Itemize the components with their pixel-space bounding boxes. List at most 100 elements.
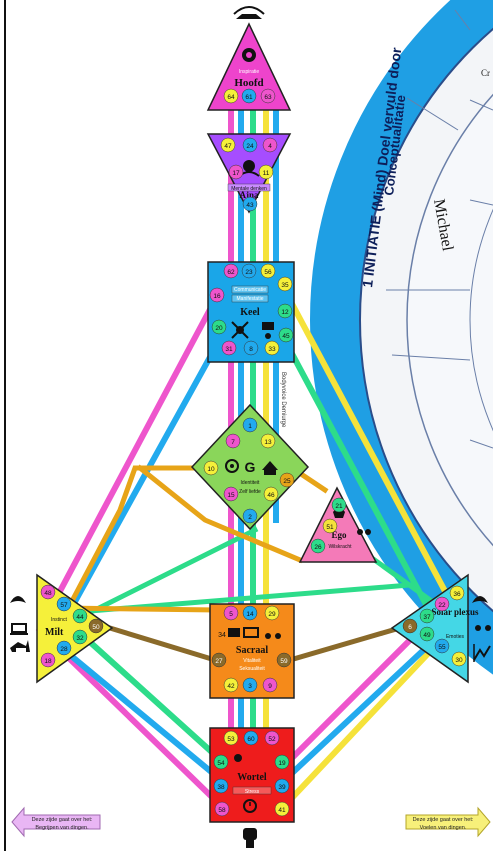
gate-circle[interactable] [223,605,239,621]
gate-circle[interactable] [72,608,88,624]
sacraal-title: Sacraal [236,645,268,656]
gate-circle[interactable] [214,801,230,817]
gate-circle[interactable] [40,584,56,600]
swirl-icon: G [245,459,256,475]
gate-circle[interactable] [242,677,258,693]
gate-circle[interactable] [258,164,274,180]
gate-circle[interactable] [434,638,450,654]
ajna-title: Ajna [239,190,259,200]
gate-circle[interactable] [279,472,295,488]
gate-circle[interactable] [260,263,276,279]
gate-circle[interactable] [220,137,236,153]
right-arrow-note: Deze zijde gaat over het: Voelen van din… [405,806,491,838]
gate-circle[interactable] [242,605,258,621]
channel-throat-solar-green [277,330,435,617]
gate-circle[interactable] [277,303,293,319]
gate-circle[interactable] [242,508,258,524]
gate-circle[interactable] [40,652,56,668]
gate-label: 34 [218,632,226,639]
gate-circle[interactable] [213,778,229,794]
wortel-subtitle: Stress [245,789,260,795]
center-g[interactable]: Identiteit Zelf liefde G [190,403,310,531]
gate-circle[interactable] [274,754,290,770]
solar-title: Solar plexus [431,607,479,617]
gate-circle[interactable] [277,276,293,292]
gate-circle[interactable] [331,497,347,513]
gate-label: 54 [217,760,225,767]
channel-solar-root-blue [285,625,450,780]
gate-circle[interactable] [223,263,239,279]
gate-circle[interactable] [228,164,244,180]
gate-label: 14 [246,611,254,618]
gate-label: 43 [246,202,254,209]
gate-circle[interactable] [263,486,279,502]
gate-circle[interactable] [225,433,241,449]
gate-label: 58 [218,807,226,814]
gates: 64 61 63 47 24 4 17 11 43 62 23 56 35 16… [40,88,467,817]
gate-circle[interactable] [56,640,72,656]
gate-label: 59 [280,658,288,665]
channel-brown-sacral-solar [286,621,414,664]
gate-label: 15 [227,492,235,499]
gate-circle[interactable] [276,652,292,668]
gate-circle[interactable] [262,677,278,693]
gate-circle[interactable] [264,605,280,621]
gate-label: 17 [232,170,240,177]
gate-circle[interactable] [264,730,280,746]
gate-circle[interactable] [88,618,104,634]
left-note-line2: Begrijpen van dingen. [35,825,89,831]
gate-label: 6 [408,624,412,631]
gate-circle[interactable] [310,538,326,554]
gate-label: 37 [423,614,431,621]
gate-circle[interactable] [260,88,276,104]
gate-circle[interactable] [223,486,239,502]
gate-circle[interactable] [262,137,278,153]
gate-circle[interactable] [242,196,258,212]
gate-circle[interactable] [242,417,258,433]
g-subtitle: Zelf liefde [239,489,261,495]
channel-solar-root-pink [285,615,435,765]
gate-label: 10 [207,466,215,473]
center-hoofd[interactable]: Inspiratie Hoofd [206,22,292,111]
gate-label: 32 [76,635,84,642]
gate-circle[interactable] [221,340,237,356]
gate-circle[interactable] [434,596,450,612]
gate-circle[interactable] [213,754,229,770]
gate-circle[interactable] [260,433,276,449]
network-icon [231,321,249,339]
gate-circle[interactable] [402,618,418,634]
gate-circle[interactable] [72,629,88,645]
channel-throat-solar-yellow [285,295,460,615]
gate-circle[interactable] [56,596,72,612]
gate-circle[interactable] [241,88,257,104]
gate-circle[interactable] [211,319,227,335]
gate-circle[interactable] [278,327,294,343]
gate-circle[interactable] [449,585,465,601]
gate-circle[interactable] [223,730,239,746]
gate-circle[interactable] [203,460,219,476]
gate-circle[interactable] [264,340,280,356]
gate-label: 38 [217,784,225,791]
gate-circle[interactable] [419,608,435,624]
gate-circle[interactable] [241,263,257,279]
channel-throat-spleen-pink [45,295,220,615]
center-milt[interactable]: Instinct Milt [36,573,114,684]
right-note-line1: Deze zijde gaat over het: [413,817,474,823]
gate-circle[interactable] [242,137,258,153]
gate-circle[interactable] [223,677,239,693]
gate-circle[interactable] [274,778,290,794]
gate-circle[interactable] [209,287,225,303]
gate-circle[interactable] [243,340,259,356]
gate-circle[interactable] [211,652,227,668]
gate-label: 31 [225,346,233,353]
gate-circle[interactable] [419,626,435,642]
gate-label: 2 [248,514,252,521]
gate-label: 22 [438,602,446,609]
gate-circle[interactable] [322,518,338,534]
gate-circle[interactable] [274,801,290,817]
gate-circle[interactable] [451,651,467,667]
gate-circle[interactable] [223,88,239,104]
gate-circle[interactable] [243,730,259,746]
gate-label: 19 [278,760,286,767]
